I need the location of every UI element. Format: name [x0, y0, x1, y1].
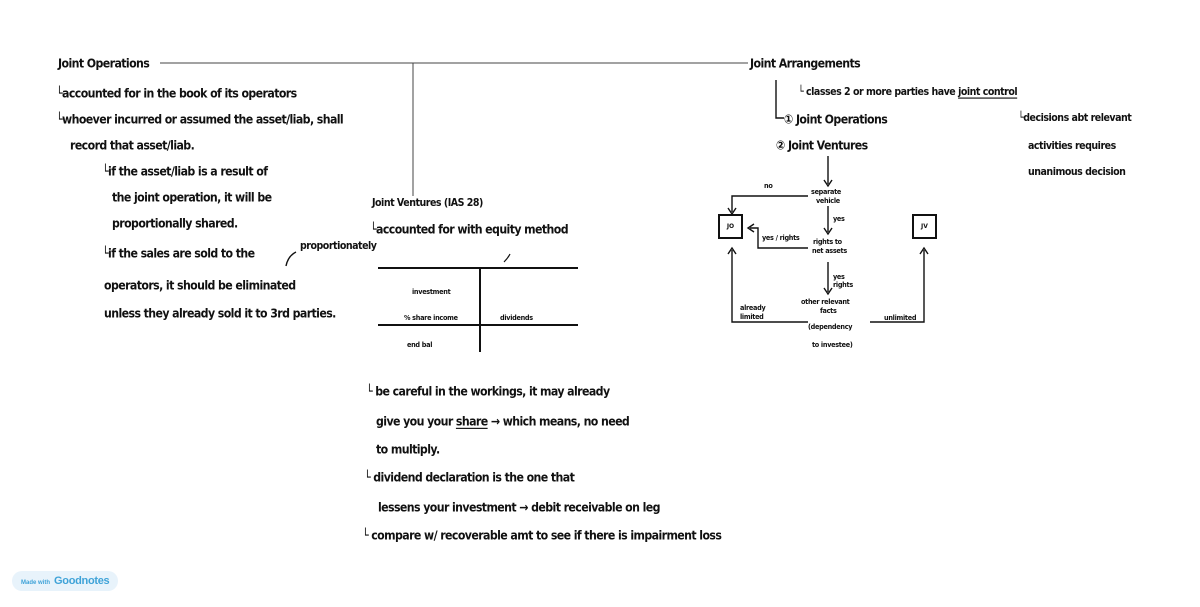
note-2-line-1: └ dividend declaration is the one that	[364, 470, 575, 485]
flow-arrow-left	[731, 250, 808, 323]
ja-side-3: unanimous decision	[1028, 166, 1126, 179]
flow-box-jo: JO	[718, 214, 743, 239]
jo-line-3: record that asset/liab.	[70, 138, 195, 153]
flow-arrowhead-right	[919, 246, 929, 255]
t-account-end-bal: end bal	[407, 340, 433, 350]
jo-line-9: unless they already sold it to 3rd parti…	[104, 306, 336, 321]
flow-node-vehicle: vehicle	[816, 196, 840, 206]
flow-label-yes-rights: yes / rights	[762, 233, 800, 243]
t-account-dividends: dividends	[500, 313, 533, 323]
ja-item-1: ① Joint Operations	[784, 112, 888, 127]
note-3: └ compare w/ recoverable amt to see if t…	[362, 528, 722, 543]
ja-side-1: └decisions abt relevant	[1018, 112, 1132, 125]
goodnotes-logo-text: Goodnotes	[54, 575, 110, 587]
flow-label-unlimited: unlimited	[884, 313, 917, 323]
flow-label-no: no	[764, 181, 773, 191]
flow-arrow-no	[731, 195, 808, 212]
jo-line-1: └accounted for in the book of its operat…	[56, 86, 297, 101]
ja-line-1: └ classes 2 or more parties have joint c…	[798, 86, 1018, 99]
flow-label-yes-2b: rights	[833, 280, 853, 290]
flow-arrowhead-2	[823, 227, 833, 236]
flow-node-facts: facts	[820, 306, 837, 316]
flow-arrowhead-1	[823, 179, 833, 188]
flow-label-yes-2a: yes	[833, 272, 845, 282]
flow-arrow-right	[870, 250, 925, 323]
flow-arrowhead-left	[727, 246, 737, 255]
jv-method: └accounted for with equity method	[370, 222, 569, 237]
flow-node-dependency: (dependency	[808, 322, 853, 332]
joint-arrangements-title: Joint Arrangements	[750, 56, 861, 71]
note-1-line-2: give you your share → which means, no ne…	[376, 414, 630, 429]
joint-operations-title: Joint Operations	[58, 56, 150, 71]
t-account-investment: investment	[412, 287, 451, 297]
note-2-line-2: lessens your investment → debit receivab…	[378, 500, 660, 515]
jo-line-2: └whoever incurred or assumed the asset/l…	[56, 112, 344, 127]
goodnotes-badge[interactable]: Made with Goodnotes	[12, 571, 119, 591]
jo-line-7: └if the sales are sold to the	[102, 246, 255, 261]
jo-line-5: the joint operation, it will be	[112, 190, 272, 205]
note-1-line-3: to multiply.	[376, 442, 440, 457]
flow-arrowhead-rights	[746, 223, 755, 233]
note-1-line-1: └ be careful in the workings, it may alr…	[366, 384, 610, 399]
flow-node-investee: to investee)	[812, 340, 853, 350]
note-arrow	[285, 251, 297, 267]
t-account-share-income: % share income	[404, 313, 458, 323]
jo-line-8: operators, it should be eliminated	[104, 278, 296, 293]
flow-arrow-rights	[750, 227, 808, 249]
flow-arrowhead-3	[823, 287, 833, 296]
ja-side-2: activities requires	[1028, 140, 1116, 153]
flow-node-other: other relevant	[801, 297, 850, 307]
made-with-label: Made with	[21, 580, 51, 586]
ja-item-2: ② Joint Ventures	[776, 138, 868, 153]
flow-label-yes: yes	[833, 214, 845, 224]
flow-label-limited: limited	[740, 312, 764, 322]
jv-title: Joint Ventures (IAS 28)	[372, 197, 483, 210]
equity-arrow	[503, 253, 511, 263]
flow-label-already: already	[740, 303, 766, 313]
ja-bracket	[775, 80, 784, 119]
flow-node-rights-to: rights to	[813, 237, 842, 247]
flow-node-separate: separate	[811, 187, 842, 197]
flow-node-net-assets: net assets	[812, 246, 847, 256]
flow-box-jv: JV	[912, 214, 937, 239]
jo-note-proportionately: proportionately	[300, 240, 377, 253]
jo-line-4: └if the asset/liab is a result of	[102, 164, 268, 179]
jo-line-6: proportionally shared.	[112, 216, 238, 231]
